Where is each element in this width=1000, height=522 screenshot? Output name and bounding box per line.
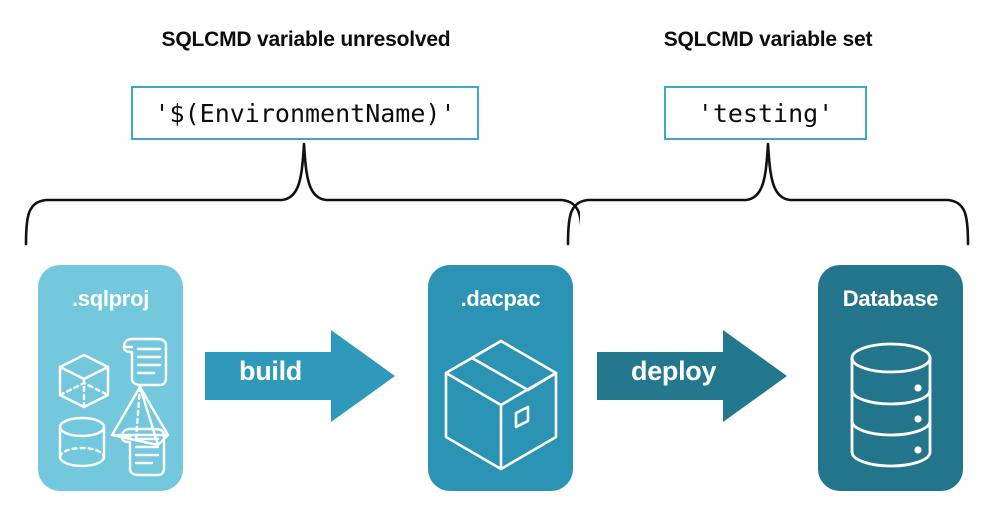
brace-left xyxy=(24,142,584,251)
package-box-icon xyxy=(428,321,573,491)
arrow-right-icon xyxy=(597,330,787,422)
code-box-testing: 'testing' xyxy=(664,86,867,140)
arrow-deploy: deploy xyxy=(597,330,787,422)
project-artifacts-icon xyxy=(38,321,183,491)
node-title-database: Database xyxy=(842,286,939,311)
arrow-right-icon xyxy=(205,330,395,422)
brace-right-icon xyxy=(566,142,970,246)
section-label-unresolved: SQLCMD variable unresolved xyxy=(161,28,451,51)
database-cylinder-glyph xyxy=(850,342,931,468)
brace-right xyxy=(566,142,970,251)
section-label-set: SQLCMD variable set xyxy=(663,28,873,51)
arrow-deploy-label: deploy xyxy=(631,356,717,386)
package-box-glyph xyxy=(444,339,557,471)
code-box-environment-name: '$(EnvironmentName)' xyxy=(131,86,479,140)
node-card-dacpac[interactable]: .dacpac xyxy=(428,265,573,491)
node-title-dacpac: .dacpac xyxy=(460,286,541,311)
node-card-database[interactable]: Database xyxy=(818,265,963,491)
node-card-sqlproj[interactable]: .sqlproj xyxy=(38,265,183,491)
database-cylinder-icon xyxy=(818,321,963,491)
project-artifacts-glyph xyxy=(58,337,169,477)
brace-left-icon xyxy=(24,142,584,246)
arrow-build-label: build xyxy=(239,356,302,386)
arrow-build: build xyxy=(205,330,395,422)
node-title-sqlproj: .sqlproj xyxy=(71,286,150,311)
